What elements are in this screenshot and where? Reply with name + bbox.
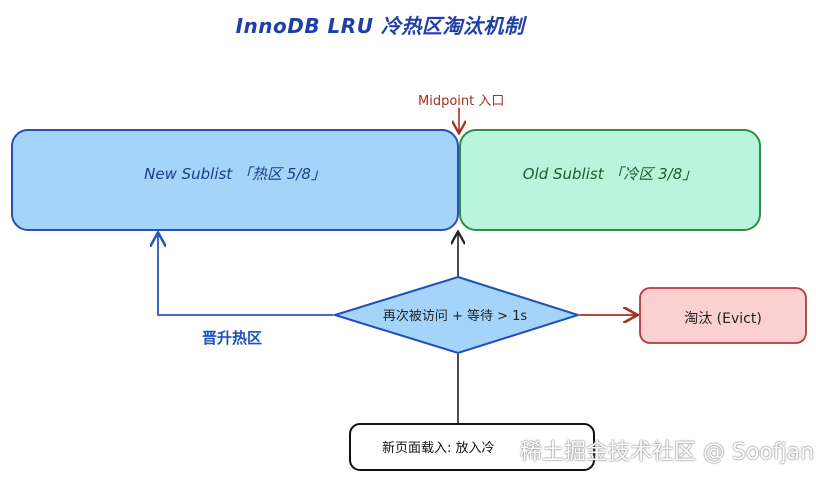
load-box: [349, 423, 595, 471]
midpoint-label: Midpoint 入口: [418, 94, 505, 109]
evict-label: 淘汰 (Evict): [684, 311, 762, 327]
new-sublist-box: [11, 129, 459, 231]
diagram-title: InnoDB LRU 冷热区淘汰机制: [235, 14, 525, 38]
decision-label: 再次被访问 + 等待 > 1s: [382, 309, 528, 324]
decision-diamond: [331, 275, 582, 355]
watermark: 稀土掘金技术社区 @ Soofjan: [520, 440, 815, 465]
new-sublist-label: New Sublist 「热区 5/8」: [144, 165, 326, 183]
evict-box: [639, 287, 807, 344]
promote-arrow: [158, 234, 333, 316]
old-sublist-box: [459, 129, 761, 231]
promote-label: 晋升热区: [202, 329, 263, 347]
load-label: 新页面载入: 放入冷: [382, 441, 495, 456]
old-sublist-label: Old Sublist 「冷区 3/8」: [522, 165, 698, 183]
